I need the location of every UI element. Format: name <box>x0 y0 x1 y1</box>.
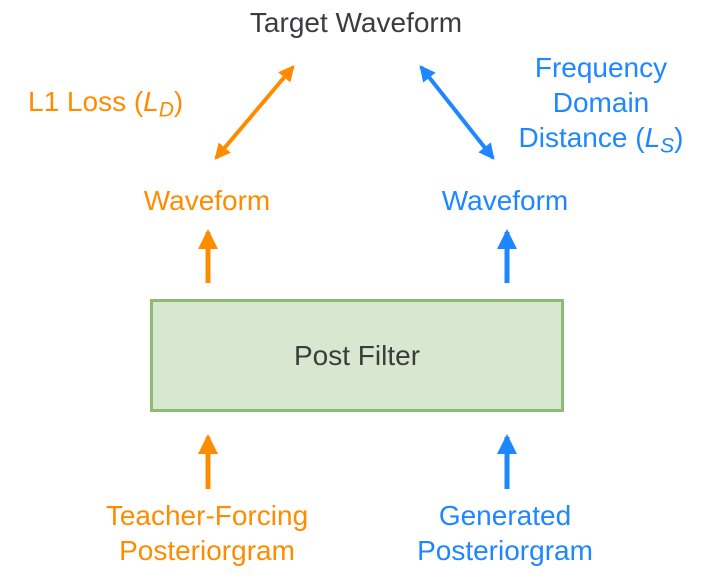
generated-line1: Generated <box>438 500 572 531</box>
l1-loss-subscript: D <box>158 98 174 122</box>
fdd-line3: Distance (LS) <box>519 120 684 163</box>
generated-line2: Posteriorgram <box>417 535 593 566</box>
fdd-symbol: L <box>644 122 661 153</box>
fdd-subscript: S <box>660 134 675 158</box>
post-filter-label: Post Filter <box>293 339 421 371</box>
label-waveform-right: Waveform <box>441 185 569 216</box>
label-waveform-left: Waveform <box>143 185 271 216</box>
label-target-waveform: Target Waveform <box>249 7 463 38</box>
l1-loss-text: L1 Loss ( <box>28 86 144 117</box>
label-frequency-domain-distance: Frequency Domain Distance (LS) <box>519 50 684 163</box>
fdd-line3-text: Distance ( <box>518 122 645 153</box>
l1-loss-symbol: L <box>143 86 159 117</box>
fdd-close: ) <box>674 122 684 153</box>
teacher-forcing-line1: Teacher-Forcing <box>105 500 309 531</box>
arrow-frequency-domain-distance <box>419 65 495 160</box>
teacher-forcing-line2: Posteriorgram <box>119 535 295 566</box>
label-l1-loss: L1 Loss (LD) <box>28 84 183 127</box>
post-filter-box: Post Filter <box>150 299 564 412</box>
label-teacher-forcing-posteriorgram: Teacher-Forcing Posteriorgram <box>106 498 308 568</box>
label-generated-posteriorgram: Generated Posteriorgram <box>417 498 593 568</box>
l1-loss-close: ) <box>173 86 184 117</box>
fdd-line1: Frequency <box>534 52 668 83</box>
arrow-l1-loss <box>214 65 295 160</box>
fdd-line2: Domain <box>552 87 650 118</box>
